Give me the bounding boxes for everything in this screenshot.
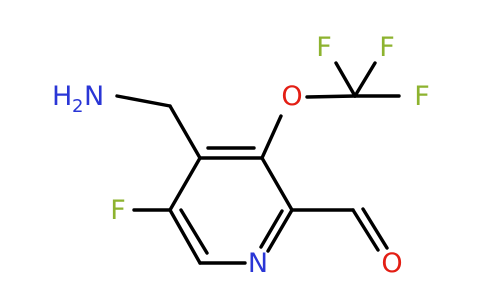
fluorine-top-center-label: F xyxy=(379,32,395,63)
bond-cho-o xyxy=(351,208,380,252)
bond-cf3-f-top-center xyxy=(353,61,377,98)
ring-fluorine-label: F xyxy=(110,195,126,226)
bond-c4-ch2 xyxy=(168,104,202,160)
fluorine-right-label: F xyxy=(414,81,430,112)
bond-ring-c6-c5 xyxy=(168,208,202,265)
bond-ring-c5-c4 xyxy=(168,156,202,212)
aldehyde-oxygen-label: O xyxy=(381,248,402,279)
ether-oxygen-label: O xyxy=(281,81,302,112)
bond-c3-o xyxy=(260,114,283,160)
ring-nitrogen-label: N xyxy=(248,248,268,279)
amine-group-label: H 2 N xyxy=(52,81,104,117)
amine-subscript-label: 2 xyxy=(72,96,83,117)
bond-ring-c6-c5-inner xyxy=(179,208,209,255)
bond-o-cf3 xyxy=(305,94,357,99)
bond-cf3-f-top-left xyxy=(334,61,357,98)
bond-ring-c2-n1-inner xyxy=(259,209,284,249)
fluorine-top-left-label: F xyxy=(316,32,332,63)
bond-ring-c3-c2 xyxy=(260,156,294,212)
bond-ch2-n xyxy=(115,94,172,108)
amine-nitrogen-label: N xyxy=(84,81,104,112)
bond-ring-c2-n1 xyxy=(266,208,294,253)
amine-hydrogen-label: H xyxy=(52,81,72,112)
bond-cho-o-inner xyxy=(361,207,389,250)
